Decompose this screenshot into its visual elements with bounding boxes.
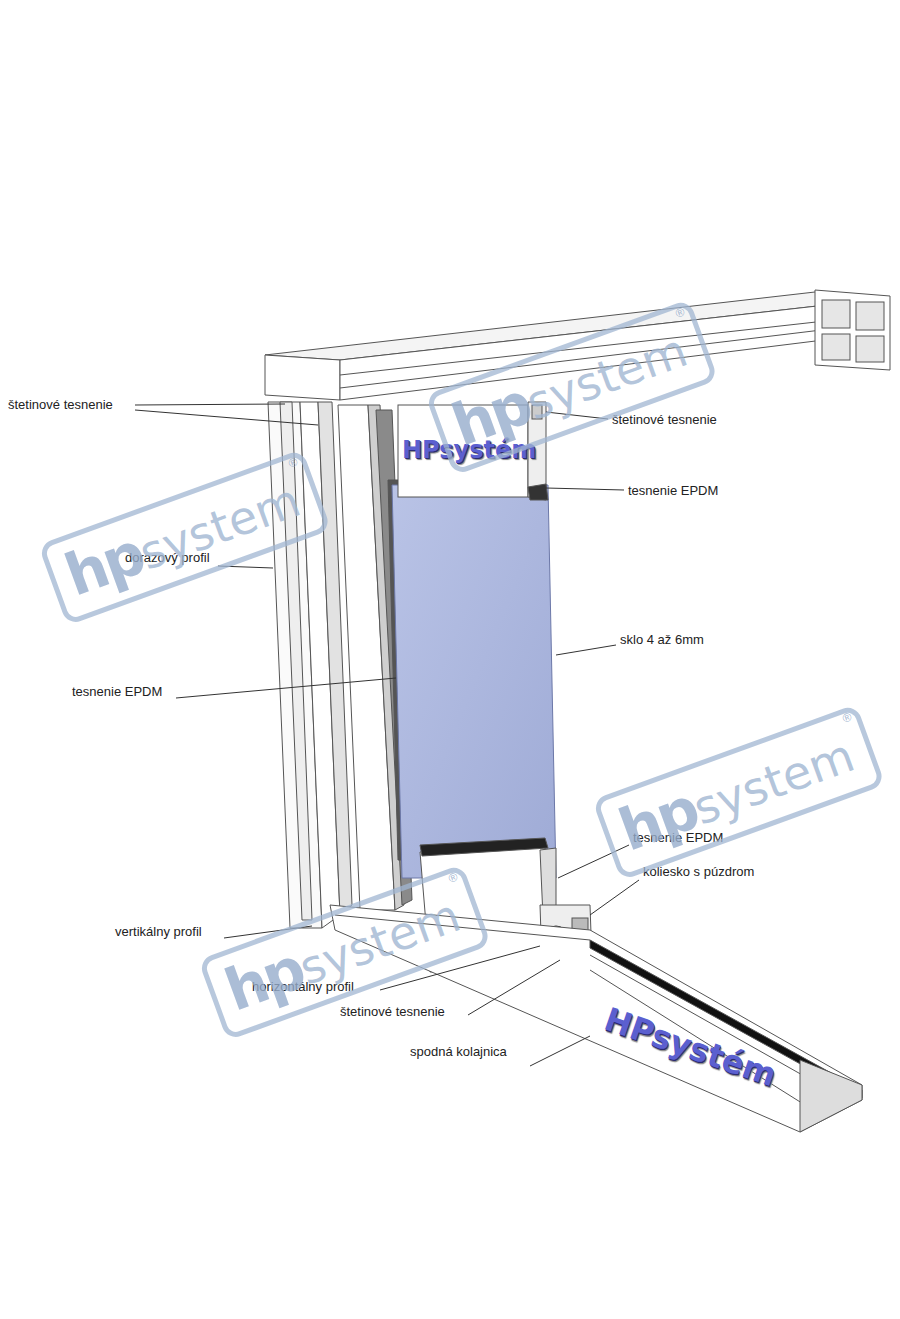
callout-label: štetinové tesnenie: [340, 1004, 445, 1020]
callout-label: štetinové tesnenie: [612, 412, 717, 428]
callout-label: sklo 4 až 6mm: [620, 632, 704, 648]
watermark: ®: [840, 710, 853, 726]
callout-label: tesnenie EPDM: [628, 483, 718, 499]
callout-label: spodná kolajnica: [410, 1044, 507, 1060]
watermark: system: [686, 728, 861, 836]
callout-label: vertikálny profil: [115, 924, 202, 940]
watermark: ®: [446, 870, 459, 886]
callout-label: tesnenie EPDM: [72, 684, 162, 700]
callout-label: koliesko s púzdrom: [643, 864, 754, 880]
glass-pane: [392, 485, 556, 878]
watermark-frame: hpsystem®: [592, 704, 886, 881]
watermark: ®: [673, 305, 686, 321]
callout-label: štetinové tesnenie: [8, 397, 113, 413]
watermark: ®: [286, 455, 299, 471]
rail-end: [815, 290, 890, 370]
